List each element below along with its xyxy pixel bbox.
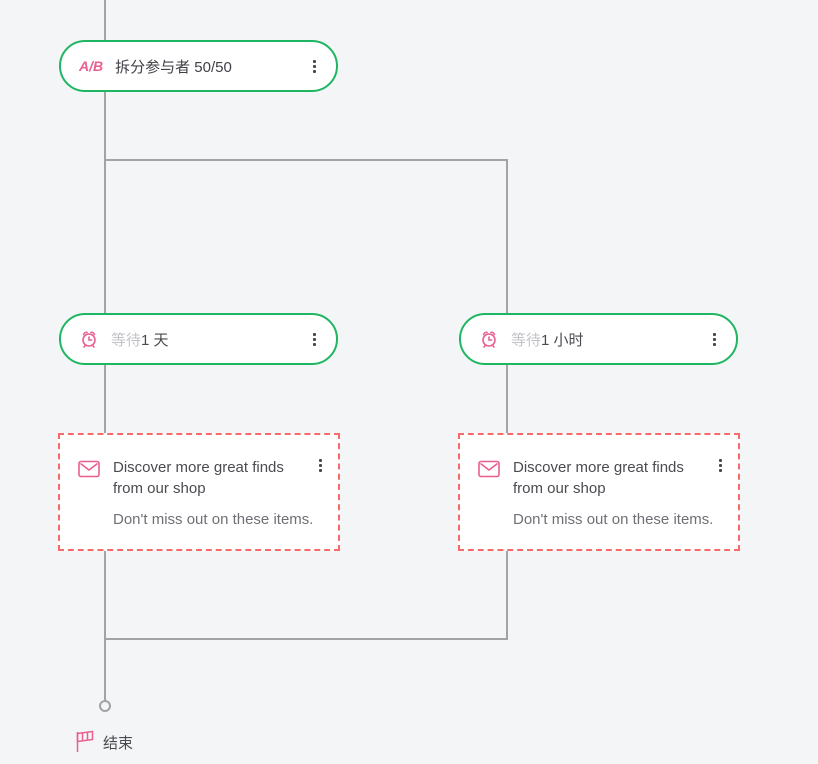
wait-node-left-label: 等待1 天	[111, 331, 169, 349]
connector-merge-horizontal	[104, 638, 508, 640]
end-node: 结束	[75, 730, 133, 754]
alarm-clock-icon	[79, 329, 99, 349]
split-node[interactable]: A/B 拆分参与者 50/50	[59, 40, 338, 92]
wait-node-left-menu-button[interactable]	[309, 329, 320, 350]
email-node-left-subtitle: Don't miss out on these items.	[113, 511, 314, 528]
alarm-clock-icon	[479, 329, 499, 349]
email-node-right-subtitle: Don't miss out on these items.	[513, 511, 714, 528]
envelope-icon	[78, 460, 100, 478]
connector-vertical-right	[506, 159, 508, 640]
envelope-icon	[478, 460, 500, 478]
split-node-menu-button[interactable]	[309, 56, 320, 77]
email-node-right[interactable]: Discover more great finds from our shop …	[458, 433, 740, 551]
email-node-left-title: Discover more great finds from our shop	[113, 459, 284, 497]
end-node-label: 结束	[103, 734, 134, 752]
email-node-left-menu-button[interactable]	[315, 455, 326, 476]
ab-split-icon: A/B	[79, 58, 104, 74]
wait-node-left[interactable]: 等待1 天	[59, 313, 338, 365]
email-node-right-menu-button[interactable]	[715, 455, 726, 476]
wait-node-right[interactable]: 等待1 小时	[459, 313, 738, 365]
email-node-left[interactable]: Discover more great finds from our shop …	[58, 433, 340, 551]
flag-icon	[75, 730, 95, 754]
wait-node-right-label: 等待1 小时	[511, 331, 584, 349]
wait-node-right-menu-button[interactable]	[709, 329, 720, 350]
email-node-right-title: Discover more great finds from our shop	[513, 459, 684, 497]
connector-split-horizontal	[104, 159, 508, 161]
split-node-label: 拆分参与者 50/50	[115, 58, 232, 76]
path-end-dot	[99, 700, 111, 712]
